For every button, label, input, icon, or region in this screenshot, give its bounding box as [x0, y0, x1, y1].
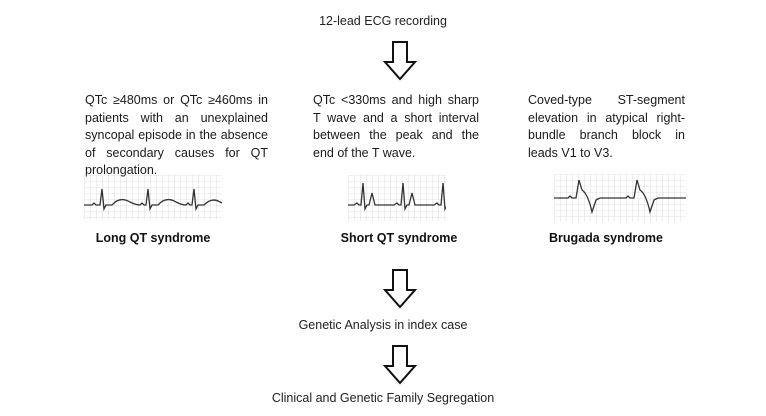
long-qt-criteria: QTc ≥480ms or QTc ≥460ms in patients wit…	[85, 93, 268, 177]
long-qt-syndrome-label: Long QT syndrome	[95, 231, 211, 245]
short-qt-criteria: QTc <330ms and high sharp T wave and a s…	[313, 93, 479, 160]
down-arrow-icon	[382, 41, 418, 81]
brugada-criteria: Coved-type ST-segment elevation in atypi…	[528, 93, 685, 160]
long-qt-ecg-strip	[84, 175, 222, 219]
short-qt-ecg-strip	[348, 175, 446, 221]
step-ecg-recording: 12-lead ECG recording	[319, 14, 447, 28]
brugada-syndrome-label: Brugada syndrome	[549, 231, 663, 245]
down-arrow-icon	[382, 345, 418, 385]
down-arrow-icon	[382, 269, 418, 309]
step-genetic-analysis: Genetic Analysis in index case	[298, 318, 468, 332]
short-qt-syndrome-label: Short QT syndrome	[340, 231, 458, 245]
brugada-ecg-strip	[554, 174, 686, 222]
step-family-segregation: Clinical and Genetic Family Segregation	[271, 391, 495, 405]
